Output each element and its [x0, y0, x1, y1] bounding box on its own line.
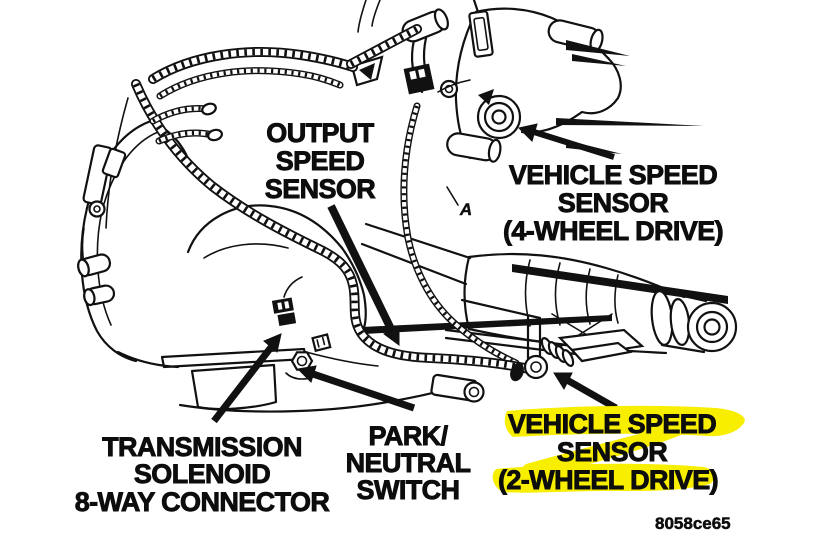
label-transmission-solenoid: TRANSMISSION SOLENOID 8-WAY CONNECTOR: [74, 432, 330, 518]
inline-connector: [430, 373, 485, 403]
cooler-fitting-lower: [83, 284, 116, 307]
transmission-solenoid-arrow: [211, 333, 282, 424]
vehicle-speed-sensor-4wd-part: [437, 79, 522, 163]
label-line: 8-WAY CONNECTOR: [75, 487, 330, 517]
label-line: SENSOR: [265, 174, 376, 204]
harness-clip-tag: [311, 333, 332, 353]
output-yoke-end: [686, 301, 738, 353]
label-line: (4-WHEEL DRIVE): [503, 216, 723, 246]
label-vehicle-speed-sensor-2wd: VEHICLE SPEED SENSOR (2-WHEEL DRIVE): [498, 409, 720, 496]
vehicle-speed-sensor-2wd-arrow: [553, 372, 618, 412]
transfer-case-art: [437, 0, 704, 163]
label-line: NEUTRAL: [346, 448, 471, 478]
vehicle-speed-sensor-4wd-arrow: [518, 123, 615, 160]
support-bar: [362, 315, 612, 334]
label-line: SWITCH: [357, 475, 460, 505]
label-park-neutral-switch: PARK/ NEUTRAL SWITCH: [345, 421, 471, 506]
solenoid-connector-part: [271, 276, 303, 327]
label-vehicle-speed-sensor-4wd: VEHICLE SPEED SENSOR (4-WHEEL DRIVE): [503, 160, 725, 247]
transmission-case-art: [77, 97, 476, 413]
detail-marker-leader: [446, 186, 459, 206]
label-line: SENSOR: [557, 437, 668, 467]
cooler-fitting-upper: [77, 253, 112, 278]
label-line: (2-WHEEL DRIVE): [498, 465, 718, 495]
output-speed-sensor-arrow: [327, 204, 400, 346]
label-line: SOLENOID: [134, 459, 270, 489]
detail-marker-a: A: [459, 200, 472, 219]
label-line: SENSOR: [558, 188, 669, 218]
shift-cable-bracket-art: [350, 0, 449, 95]
label-line: TRANSMISSION: [102, 432, 302, 462]
figure-code: 8058ce65: [655, 514, 731, 533]
label-output-speed-sensor: OUTPUT SPEED SENSOR: [264, 118, 376, 205]
harness-connector-block: [403, 63, 435, 95]
label-line: VEHICLE SPEED: [508, 409, 716, 439]
park-neutral-switch-arrow: [296, 365, 416, 412]
harness-clamp: [82, 144, 127, 218]
highlighter-mark: [492, 405, 745, 493]
vehicle-speed-sensor-2wd-part: [510, 337, 633, 382]
label-line: OUTPUT: [266, 118, 375, 148]
tail-housing-art: [362, 252, 738, 362]
label-line: SPEED: [276, 146, 365, 176]
wiring-harness: [136, 29, 529, 369]
label-line: PARK/: [368, 421, 448, 451]
label-line: VEHICLE SPEED: [509, 160, 717, 190]
